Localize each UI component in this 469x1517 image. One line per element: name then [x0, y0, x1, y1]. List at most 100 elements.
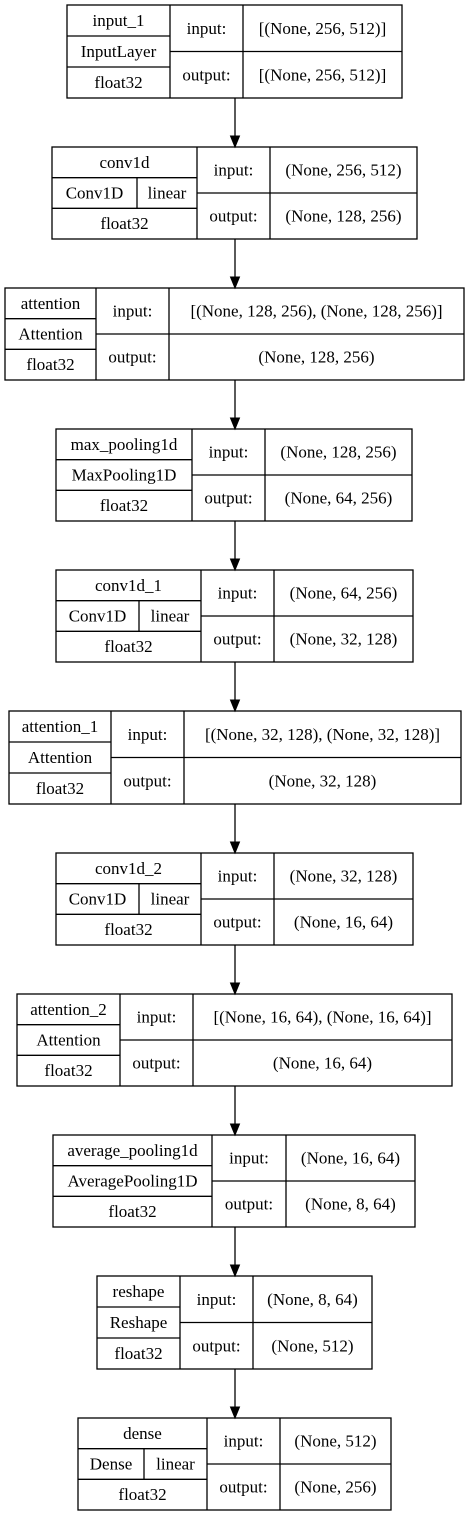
layer-name: attention	[21, 294, 81, 313]
layer-name: conv1d	[99, 153, 150, 172]
layer-type: Conv1D	[69, 607, 127, 626]
input-shape: (None, 256, 512)	[285, 161, 401, 180]
connection-arrow	[229, 1086, 241, 1137]
input-shape: [(None, 128, 256), (None, 128, 256)]	[190, 302, 442, 321]
arrow-head-icon	[229, 841, 241, 855]
input-label: input:	[218, 584, 258, 603]
output-shape: (None, 32, 128)	[269, 771, 377, 790]
layer-dtype: float32	[100, 496, 148, 515]
layer-dtype: float32	[114, 1344, 162, 1363]
layer-dtype: float32	[94, 73, 142, 92]
input-shape: (None, 8, 64)	[267, 1290, 358, 1309]
input-label: input:	[218, 867, 258, 886]
output-shape: (None, 128, 256)	[285, 207, 401, 226]
connection-arrow	[229, 804, 241, 855]
output-label: output:	[209, 207, 257, 226]
input-shape: (None, 128, 256)	[280, 443, 396, 462]
layer-name: conv1d_2	[95, 859, 162, 878]
layer-name: input_1	[93, 11, 145, 30]
arrow-head-icon	[229, 1264, 241, 1278]
layer-name: average_pooling1d	[67, 1141, 198, 1160]
arrow-head-icon	[229, 417, 241, 431]
arrow-head-icon	[229, 1406, 241, 1420]
layer-name: attention_1	[22, 717, 98, 736]
layer-type: MaxPooling1D	[72, 466, 177, 485]
output-shape: (None, 32, 128)	[290, 630, 398, 649]
layer-activation: linear	[151, 890, 190, 909]
layer-type: Conv1D	[66, 184, 124, 203]
connection-arrow	[229, 945, 241, 996]
layer-name: dense	[123, 1424, 162, 1443]
input-shape: [(None, 16, 64), (None, 16, 64)]	[213, 1008, 431, 1027]
connection-arrow	[229, 521, 241, 572]
arrow-head-icon	[229, 135, 241, 149]
arrow-head-icon	[229, 982, 241, 996]
input-label: input:	[137, 1008, 177, 1027]
input-label: input:	[128, 725, 168, 744]
connection-arrow	[229, 662, 241, 713]
layer-type: Dense	[90, 1455, 132, 1474]
layer-name: attention_2	[30, 1000, 106, 1019]
connection-arrow	[229, 239, 241, 290]
layer-type: Reshape	[110, 1313, 168, 1332]
output-label: output:	[108, 348, 156, 367]
output-shape: (None, 512)	[271, 1336, 353, 1355]
layer-dtype: float32	[108, 1202, 156, 1221]
output-label: output:	[225, 1195, 273, 1214]
output-label: output:	[204, 489, 252, 508]
output-label: output:	[192, 1336, 240, 1355]
layer-activation: linear	[151, 607, 190, 626]
output-label: output:	[213, 913, 261, 932]
output-shape: (None, 8, 64)	[305, 1195, 396, 1214]
layer-dtype: float32	[118, 1485, 166, 1504]
layer-dtype: float32	[104, 920, 152, 939]
layer-name: max_pooling1d	[71, 435, 178, 454]
output-shape: (None, 256)	[294, 1478, 376, 1497]
layer-type: InputLayer	[81, 42, 157, 61]
layer-dtype: float32	[36, 779, 84, 798]
input-label: input:	[197, 1290, 237, 1309]
layer-dtype: float32	[100, 214, 148, 233]
layer-name: conv1d_1	[95, 576, 162, 595]
layer-type: Attention	[18, 325, 83, 344]
output-label: output:	[219, 1478, 267, 1497]
layer-dtype: float32	[44, 1061, 92, 1080]
input-label: input:	[224, 1432, 264, 1451]
input-label: input:	[209, 443, 249, 462]
input-shape: (None, 32, 128)	[290, 867, 398, 886]
connection-arrow	[229, 380, 241, 431]
arrow-head-icon	[229, 1123, 241, 1137]
layer-dtype: float32	[26, 355, 74, 374]
layer-dtype: float32	[104, 637, 152, 656]
input-shape: (None, 64, 256)	[290, 584, 398, 603]
output-label: output:	[213, 630, 261, 649]
layer-node-attention: attentionAttentionfloat32input:output:[(…	[4, 287, 465, 381]
arrow-head-icon	[229, 558, 241, 572]
layer-activation: linear	[156, 1455, 195, 1474]
output-label: output:	[123, 771, 171, 790]
connection-arrow	[229, 1227, 241, 1278]
output-shape: (None, 128, 256)	[258, 348, 374, 367]
layer-node-input_1: input_1InputLayerfloat32input:output:[(N…	[66, 4, 403, 99]
connection-arrow	[229, 98, 241, 149]
output-label: output:	[182, 65, 230, 84]
input-shape: [(None, 32, 128), (None, 32, 128)]	[205, 725, 440, 744]
layer-type: AveragePooling1D	[68, 1172, 198, 1191]
layer-type: Attention	[36, 1031, 101, 1050]
layer-type: Attention	[28, 748, 93, 767]
output-label: output:	[132, 1054, 180, 1073]
input-label: input:	[187, 19, 227, 38]
output-shape: (None, 64, 256)	[285, 489, 393, 508]
connection-arrow	[229, 1369, 241, 1420]
output-shape: (None, 16, 64)	[273, 1054, 372, 1073]
layer-name: reshape	[113, 1282, 165, 1301]
output-shape: (None, 16, 64)	[294, 913, 393, 932]
layer-type: Conv1D	[69, 890, 127, 909]
